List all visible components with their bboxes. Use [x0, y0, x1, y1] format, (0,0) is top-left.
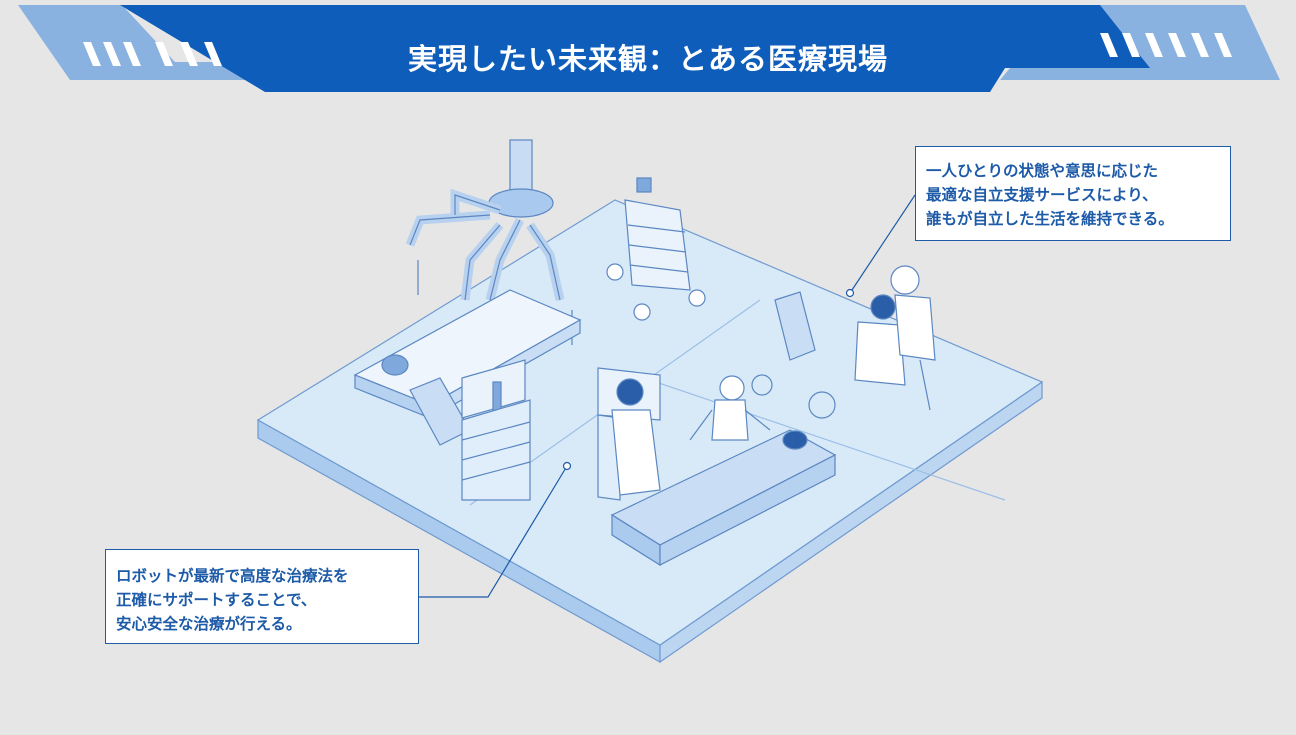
- monitor-cart: [461, 359, 531, 501]
- patient-bed: [610, 429, 837, 567]
- humanoid-robot: [689, 375, 771, 441]
- banner-right-light-shape: [1000, 5, 1280, 80]
- header-banner: [18, 5, 1280, 92]
- banner-right-stripes: [1100, 33, 1232, 57]
- callout-leader-lines: [419, 194, 916, 598]
- banner-left-stripes: [83, 42, 222, 66]
- service-robot-cart: [606, 177, 706, 321]
- wheelchair: [751, 291, 836, 419]
- page-title: 実現したい未来観：とある医療現場: [407, 42, 888, 76]
- callout-independence-support: 一人ひとりの状態や意思に応じた 最適な自立支援サービスにより、 誰もが自立した生…: [915, 146, 1231, 241]
- doctor-figure: [597, 367, 661, 501]
- callout-top-line: 一人ひとりの状態や意思に応じた: [926, 162, 1159, 180]
- banner-main-shape: [120, 5, 1150, 92]
- callout-bottom-line: ロボットが最新で高度な治療法を: [116, 567, 349, 585]
- callout-bottom-line: 安心安全な治療が行える。: [116, 615, 302, 633]
- callout-robot-treatment: ロボットが最新で高度な治療法を 正確にサポートすることで、 安心安全な治療が行え…: [105, 549, 419, 644]
- banner-left-light-shape: [18, 5, 260, 80]
- callout-bottom-line: 正確にサポートすることで、: [116, 591, 317, 609]
- callout-top-line: 最適な自立支援サービスにより、: [926, 186, 1158, 204]
- caregiver-and-robot: [854, 265, 936, 411]
- callout-top-line: 誰もが自立した生活を維持できる。: [926, 210, 1174, 228]
